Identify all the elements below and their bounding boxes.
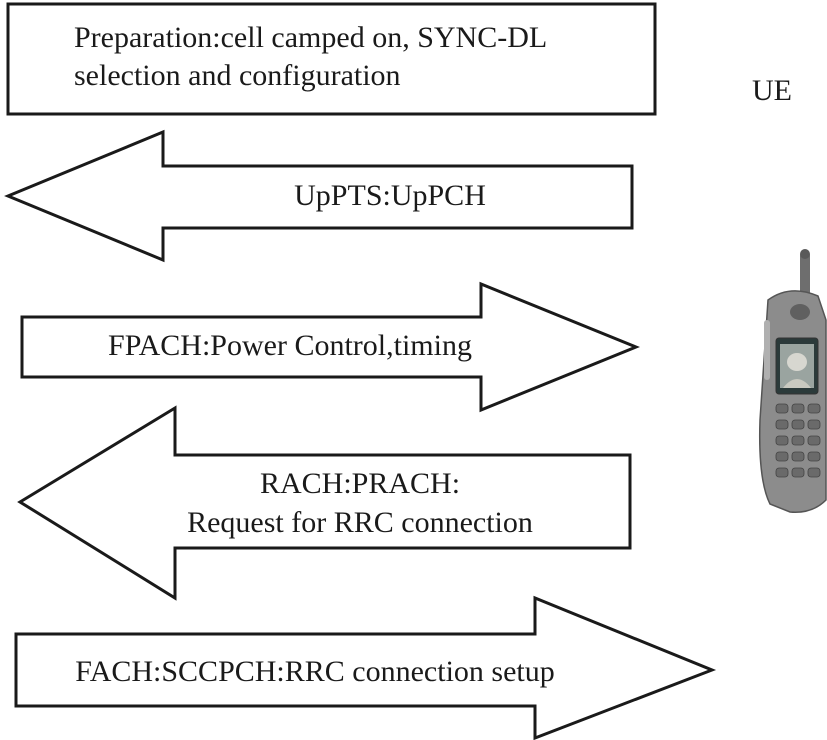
mobile-phone-icon <box>758 249 827 513</box>
arrow-upppts-uppch <box>4 129 634 263</box>
preparation-box <box>6 2 657 116</box>
arrow-4-label: FACH:SCCPCH:RRC connection setup <box>75 655 555 688</box>
arrow-3-label-line-1: RACH:PRACH: <box>259 467 461 500</box>
arrow-3-label-line-2: Request for RRC connection <box>187 506 533 539</box>
preparation-line-2: selection and configuration <box>74 59 401 92</box>
arrow-1-label: UpPTS:UpPCH <box>294 179 486 212</box>
arrow-rach-prach <box>17 405 632 601</box>
preparation-line-1: Preparation:cell camped on, SYNC-DL <box>74 21 548 54</box>
arrow-fach-sccpch <box>14 595 717 740</box>
arrow-fpach <box>20 281 640 413</box>
arrow-2-label: FPACH:Power Control,timing <box>108 329 472 362</box>
ue-label: UE <box>752 74 792 107</box>
